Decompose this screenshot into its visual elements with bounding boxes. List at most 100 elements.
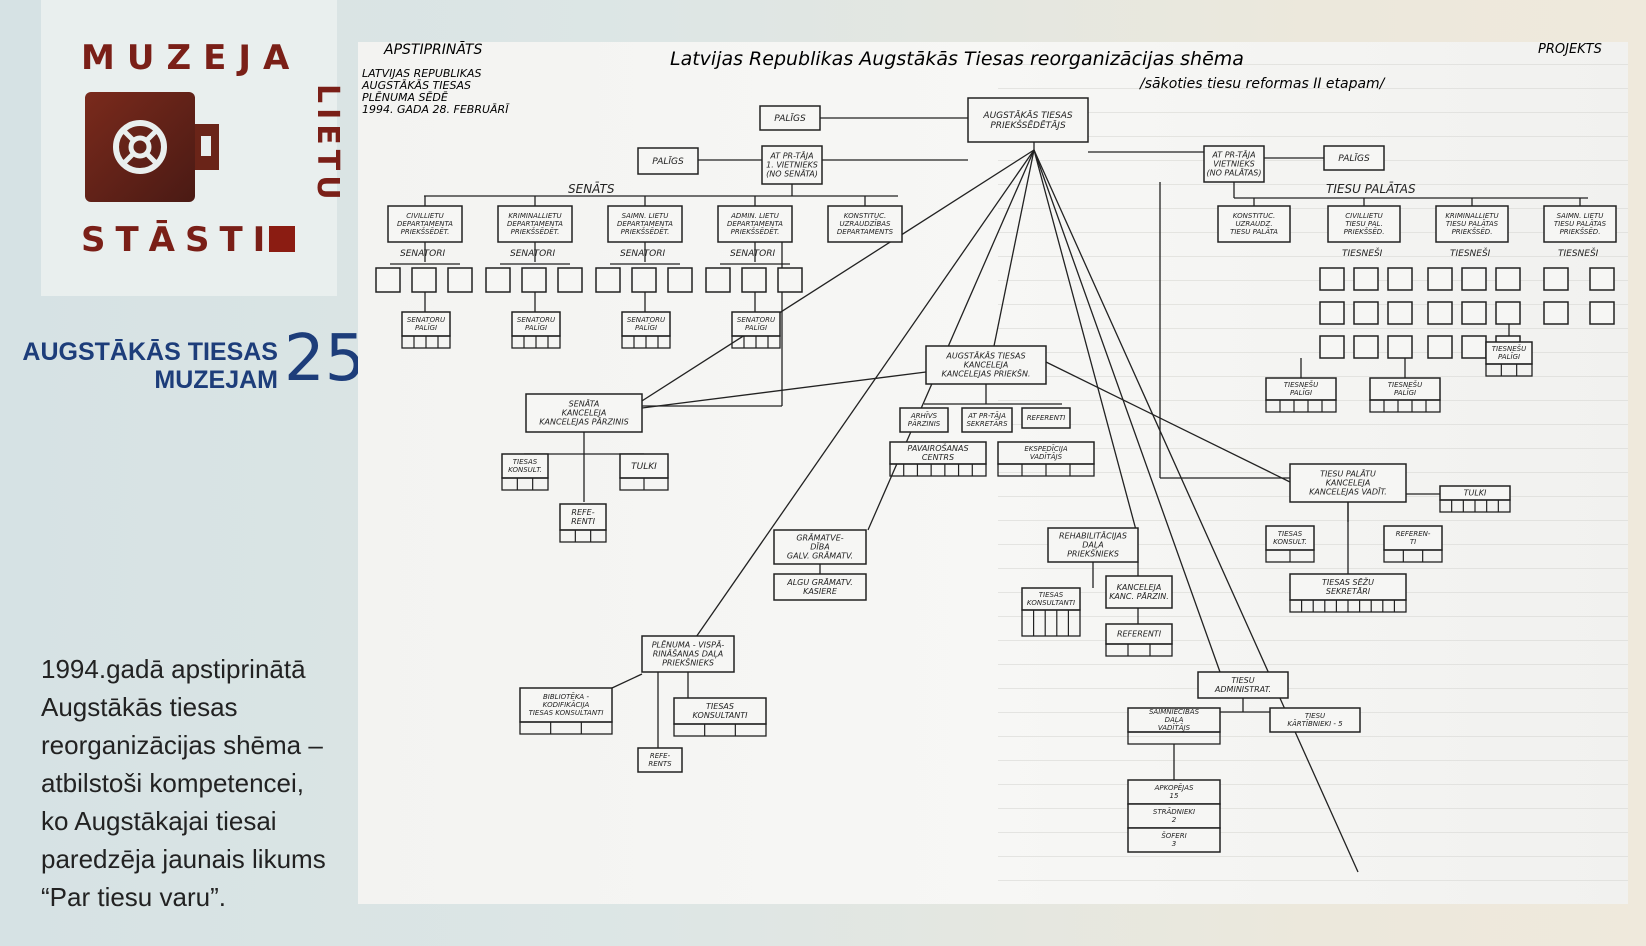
senator-box (777, 267, 803, 293)
chamber-box-text: UZRAUDZ. (1235, 220, 1272, 228)
assistant-left-box-text: PALĪGS (652, 156, 684, 167)
judge-assistants-cells (1485, 363, 1533, 377)
judge-box (1427, 267, 1453, 291)
connector-line (693, 149, 1035, 641)
rehab-chancery-box-text: KANCELEJA (1117, 583, 1162, 592)
judge-assistants-box-text: TIESNEŠU (1492, 344, 1526, 353)
senator-assistants-cells (401, 335, 451, 349)
approved-line: AUGSTĀKĀS TIESAS (362, 79, 471, 92)
approved-line: 1994. GADA 28. FEBRUĀRĪ (362, 103, 509, 116)
plenum-consult-cells (673, 723, 767, 737)
connector-line (633, 149, 1035, 407)
assistant-right-box: PALĪGS (1323, 145, 1385, 171)
library-box-text: BIBLIOTĒKA - (543, 692, 589, 701)
senator-box (631, 267, 657, 293)
senator-assistants-box-text: PALĪGI (635, 323, 657, 332)
session-secretaries-box-text: TIESAS SĒŽU (1322, 576, 1374, 587)
translators-box: TULKI (619, 453, 669, 479)
chambers-label: TIESU PALĀTAS (1326, 182, 1416, 196)
rehab-box-text: REHABILITĀCIJAS (1059, 531, 1127, 541)
rehab-consult-box-text: TIESAS (1039, 591, 1064, 599)
caption-line: ko Augstākajai tiesai (41, 806, 277, 836)
chamber-consult-cells (1265, 549, 1315, 563)
plenum-consult-box-text: KONSULTANTI (692, 711, 748, 720)
judge-box (1589, 301, 1615, 325)
secretary-box-text: SEKRETĀRS (966, 419, 1008, 428)
referents-box-text: REFE- (571, 508, 594, 517)
staff-box-1-text: APKOPĒJAS (1154, 783, 1194, 792)
senator-assistants-cells (731, 335, 781, 349)
anniversary-line1: AUGSTĀKĀS TIESAS (22, 338, 278, 366)
judge-assistants-box-text: PALĪGI (1498, 352, 1520, 361)
chamber-translators-box-text: TULKI (1464, 489, 1487, 498)
judge-assistants-cells (1369, 399, 1441, 413)
chamber-box: KONSTITUC.UZRAUDZ.TIESU PALĀTA (1217, 205, 1291, 243)
senate-dept-box-text: PRIEKŠSĒDĒT. (401, 227, 450, 236)
plenum-ref-box-text: RENTS (648, 760, 672, 768)
rehab-referents-cells (1105, 643, 1173, 657)
archive-box-text: ARHĪVS (910, 411, 938, 420)
library-cells (519, 721, 613, 735)
accounting-box-text: DĪBA (810, 542, 829, 552)
cashier-box: ALGU GRĀMATV.KASIERE (773, 573, 867, 601)
chancery-box-text: AUGSTĀKĀS TIESAS (945, 351, 1025, 361)
senate-chancery-box-text: KANCELEJAS PĀRZINIS (539, 417, 628, 427)
household-box-text: DAĻA (1165, 716, 1184, 724)
senator-assistants-box-text: SENATORU (517, 316, 555, 324)
expedition-cells (997, 463, 1095, 477)
deputy-senate-box-text: 1. VIETNIEKS (766, 161, 818, 170)
logo-bottom-word: STĀSTI (81, 220, 276, 260)
chamber-chancery-box-text: KANCELEJA (1326, 479, 1371, 488)
plenum-box-text: PRIEKŠNIEKS (662, 657, 714, 668)
session-secretaries-box-text: SEKRETĀRI (1326, 586, 1371, 596)
chamber-consult-box-text: TIESAS (1278, 530, 1303, 538)
connector-line (1033, 149, 1137, 531)
expedition-box-text: VADĪTĀJS (1030, 452, 1063, 461)
judge-box (1387, 267, 1413, 291)
rehab-referents-box-text: REFERENTI (1117, 630, 1162, 639)
senators-label: SENATORI (620, 249, 665, 259)
approved-details: LATVIJAS REPUBLIKAS AUGSTĀKĀS TIESAS PLĒ… (362, 68, 508, 116)
judge-box (1319, 267, 1345, 291)
household-box-text: VADĪTĀJS (1158, 723, 1191, 732)
senator-box (485, 267, 511, 293)
assistant-left-box: PALĪGS (637, 147, 699, 175)
referents-box: REFE-RENTI (559, 503, 607, 531)
accounting-box-text: GRĀMATVE- (796, 533, 843, 543)
judge-assistants-cells (1265, 399, 1337, 413)
staff-box-3-text: 3 (1172, 840, 1176, 848)
connector-line (1033, 149, 1359, 873)
copy-center-box-text: CENTRS (922, 453, 954, 462)
senate-dept-box-text: DEPARTAMENTS (837, 228, 894, 236)
judge-box (1353, 301, 1379, 325)
chancery-box-text: KANCELEJA (964, 361, 1009, 370)
senator-box (447, 267, 473, 293)
staff-box-2-text: STRĀDNIEKI (1153, 807, 1195, 816)
chamber-referents-box-text: REFEREN- (1396, 530, 1431, 538)
senator-box (521, 267, 547, 293)
senator-box (557, 267, 583, 293)
connector-line (867, 149, 1035, 531)
judge-box (1427, 301, 1453, 325)
judge-assistants-box-text: TIESNEŠU (1388, 380, 1422, 389)
chamber-box-text: CIVILLIETU (1345, 212, 1383, 220)
judge-box (1353, 267, 1379, 291)
judge-box (1495, 267, 1521, 291)
judge-box (1543, 301, 1569, 325)
